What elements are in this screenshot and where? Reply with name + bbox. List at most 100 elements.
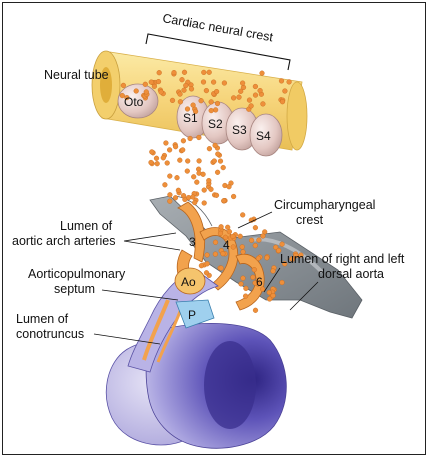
crest-cell-dot	[197, 159, 202, 164]
crest-cell-dot	[157, 70, 162, 75]
crest-cell-dot	[267, 297, 272, 302]
crest-cell-dot	[238, 234, 243, 239]
crest-cell-dot	[253, 243, 258, 248]
crest-cell-dot	[192, 200, 197, 205]
crest-cell-dot	[219, 266, 224, 271]
crest-cell-dot	[231, 194, 236, 199]
crest-cell-dot	[215, 152, 220, 157]
crest-cell-dot	[167, 199, 172, 204]
crest-cell-dot	[173, 144, 178, 149]
crest-cell-dot	[185, 169, 190, 174]
crest-cell-dot	[253, 84, 258, 89]
crest-cell-dot	[205, 253, 210, 258]
crest-cell-dot	[249, 104, 254, 109]
crest-cell-dot	[243, 294, 248, 299]
dorsal-aorta-label-2: dorsal aorta	[318, 267, 384, 281]
crest-cell-dot	[202, 188, 207, 193]
crest-cell-dot	[201, 80, 206, 85]
crest-cell-dot	[155, 161, 160, 166]
crest-cell-dot	[271, 269, 276, 274]
crest-cell-dot	[260, 71, 265, 76]
crest-cell-dot	[178, 92, 183, 97]
aorta-tag: Ao	[181, 275, 196, 289]
crest-cell-dot	[279, 79, 284, 84]
crest-cell-dot	[239, 282, 244, 287]
crest-cell-dot	[181, 138, 186, 143]
crest-cell-dot	[256, 256, 261, 261]
crest-cell-dot	[181, 193, 186, 198]
pulmonary-tag: P	[188, 308, 196, 322]
crest-cell-dot	[149, 80, 154, 85]
crest-cell-dot	[149, 150, 154, 155]
crest-cell-dot	[175, 175, 180, 180]
crest-cell-dot	[188, 136, 193, 141]
lumen-conotruncus-label-2: conotruncus	[16, 327, 84, 341]
crest-cell-dot	[197, 135, 202, 140]
crest-cell-dot	[182, 88, 187, 93]
crest-cell-dot	[177, 158, 182, 163]
crest-cell-dot	[267, 290, 272, 295]
crest-cell-dot	[240, 245, 245, 250]
crest-cell-dot	[201, 70, 206, 75]
crest-cell-dot	[156, 79, 161, 84]
crest-cell-dot	[206, 178, 211, 183]
crest-cell-dot	[180, 148, 185, 153]
crest-cell-dot	[231, 245, 236, 250]
crest-cell-dot	[161, 155, 166, 160]
crest-cell-dot	[213, 240, 218, 245]
crest-cell-dot	[190, 195, 195, 200]
aorticopulmonary-label-1: Aorticopulmonary	[28, 267, 126, 281]
crest-cell-dot	[244, 286, 249, 291]
crest-cell-dot	[202, 201, 207, 206]
crest-cell-dot	[191, 103, 196, 108]
crest-cell-dot	[209, 187, 214, 192]
crest-cell-dot	[207, 146, 212, 151]
crest-cell-dot	[211, 80, 216, 85]
crest-cell-dot	[280, 242, 285, 247]
crest-cell-dot	[178, 99, 183, 104]
crest-cell-dot	[265, 255, 270, 260]
crest-cell-dot	[164, 141, 169, 146]
crest-cell-dot	[247, 98, 252, 103]
crest-cell-dot	[249, 238, 254, 243]
crest-cell-dot	[231, 96, 236, 101]
crest-cell-dot	[227, 229, 232, 234]
aorticopulmonary-label-2: septum	[54, 282, 95, 296]
lumen-arch-label-1: Lumen of	[60, 219, 113, 233]
crest-cell-dot	[214, 193, 219, 198]
crest-cell-dot	[218, 159, 223, 164]
crest-cell-dot	[238, 89, 243, 94]
crest-cell-dot	[204, 88, 209, 93]
crest-cell-dot	[134, 89, 139, 94]
crest-cell-dot	[163, 182, 168, 187]
lumen-conotruncus-label-1: Lumen of	[16, 312, 69, 326]
crest-cell-dot	[213, 108, 218, 113]
arch-4-tag: 4	[223, 238, 230, 252]
crest-cell-dot	[258, 88, 263, 93]
crest-cell-dot	[149, 160, 154, 165]
crest-cell-dot	[240, 213, 245, 218]
crest-cell-dot	[253, 308, 258, 313]
crest-cell-dot	[212, 159, 217, 164]
crest-cell-dot	[167, 148, 172, 153]
crest-cell-dot	[214, 89, 219, 94]
crest-cell-dot	[240, 81, 245, 86]
crest-cell-dot	[287, 80, 292, 85]
crest-cell-dot	[191, 174, 196, 179]
crest-cell-dot	[231, 234, 236, 239]
s1-tag: S1	[183, 111, 198, 125]
crest-cell-dot	[201, 172, 206, 177]
crest-cell-dot	[252, 267, 257, 272]
crest-cell-dot	[173, 195, 178, 200]
dorsal-aorta-label-1: Lumen of right and left	[280, 252, 405, 266]
crest-cell-dot	[253, 93, 258, 98]
crest-cell-dot	[194, 180, 199, 185]
crest-cell-dot	[221, 251, 226, 256]
oto-tag: Oto	[124, 95, 144, 109]
crest-cell-dot	[215, 101, 220, 106]
crest-cell-dot	[253, 225, 258, 230]
crest-cell-dot	[199, 98, 204, 103]
crest-cell-dot	[222, 198, 227, 203]
crest-cell-dot	[172, 70, 177, 75]
